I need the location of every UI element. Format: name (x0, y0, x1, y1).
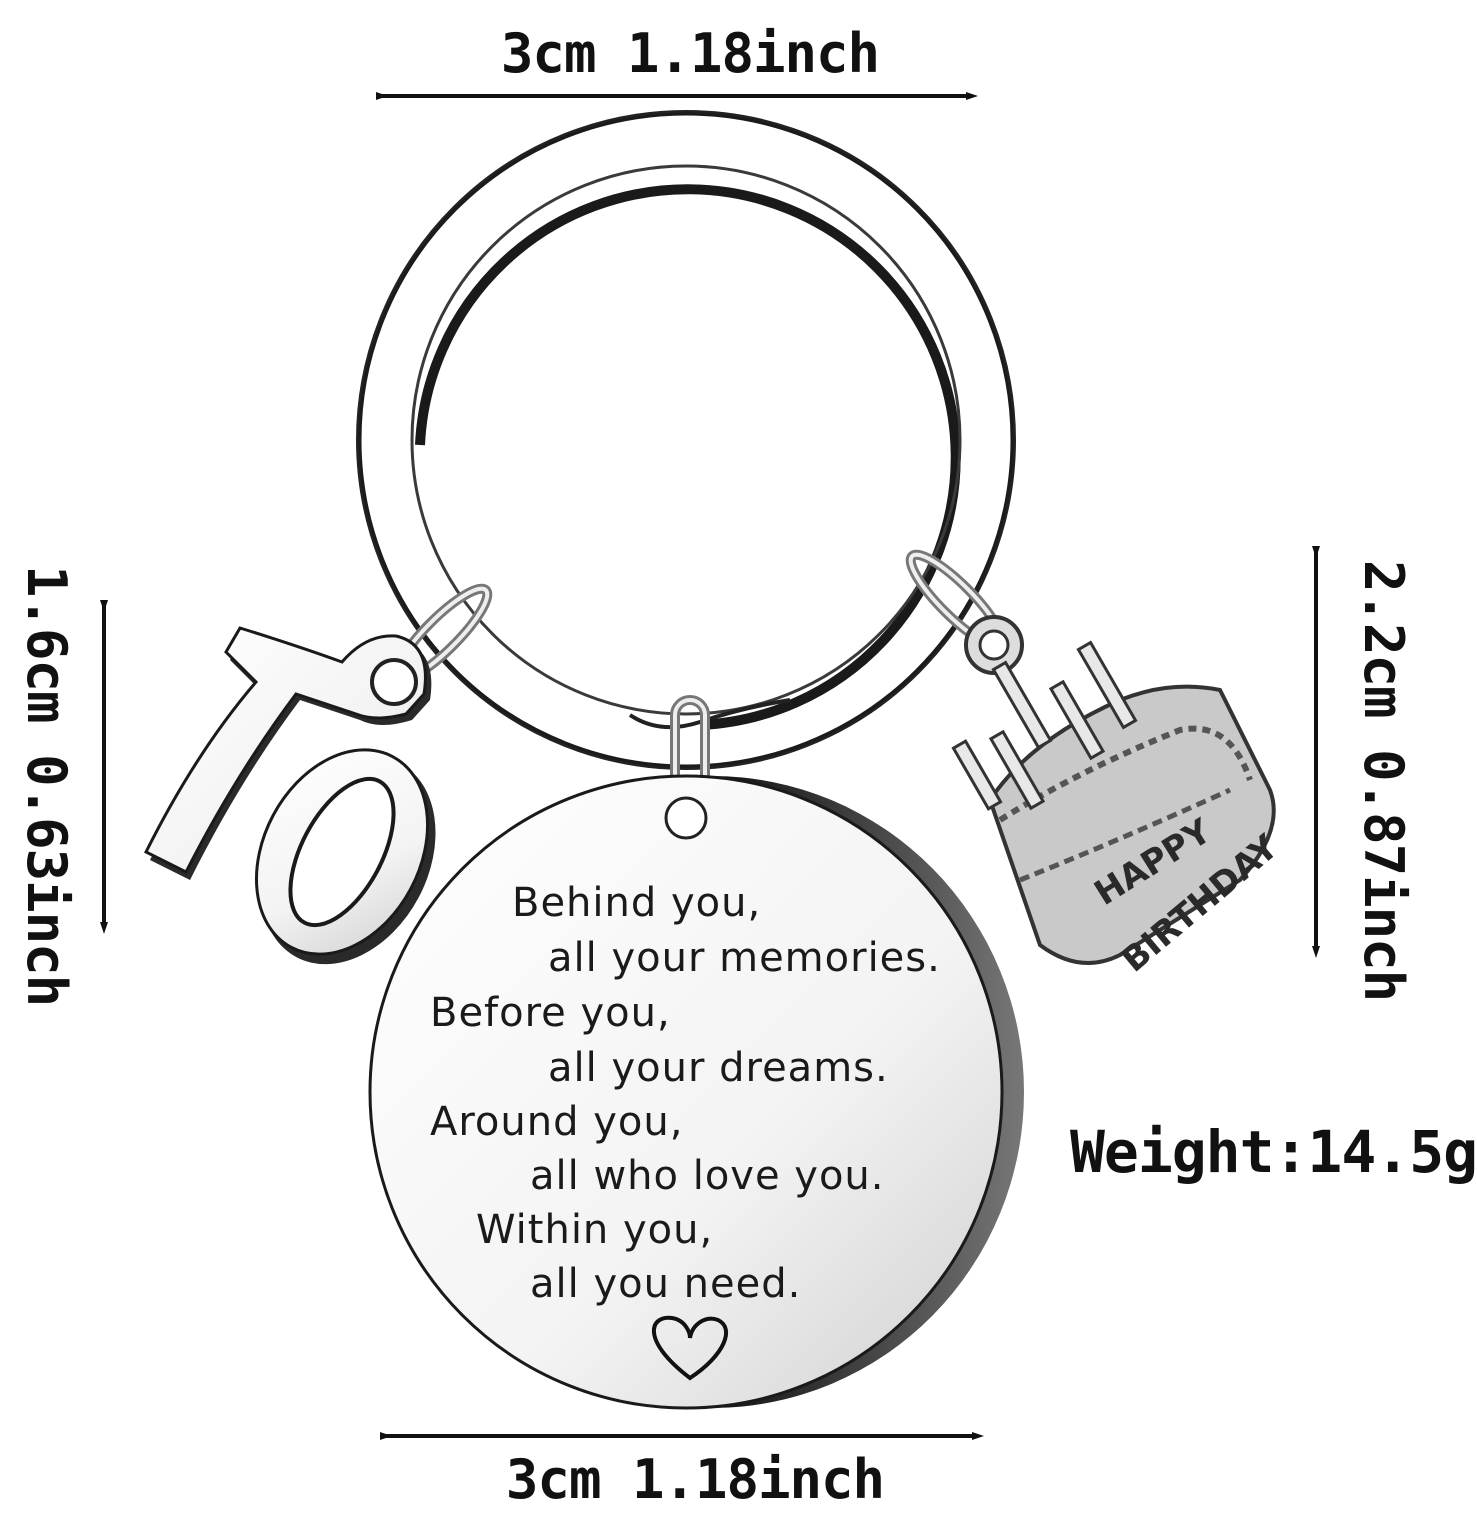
engraved-line: all who love you. (530, 1153, 885, 1199)
engraved-line: all your memories. (548, 935, 941, 981)
right-dimension-label: 2.2cm 0.87inch (1352, 560, 1415, 1002)
engraved-line: Around you, (430, 1099, 684, 1145)
engraved-line: Behind you, (512, 880, 762, 926)
top-dimension-label: 3cm 1.18inch (500, 22, 880, 85)
engraved-line: all you need. (530, 1261, 802, 1307)
bottom-dimension-label: 3cm 1.18inch (505, 1448, 885, 1511)
round-pendant (368, 774, 1024, 1410)
engraved-line: Before you, (430, 990, 671, 1036)
weight-label: Weight:14.5g (1070, 1118, 1477, 1186)
left-dimension-label: 1.6cm 0.63inch (15, 565, 78, 1007)
engraved-line: all your dreams. (548, 1045, 889, 1091)
engraved-line: Within you, (476, 1207, 714, 1253)
number-70-charm (143, 626, 436, 965)
heart-icon (651, 1315, 729, 1381)
key-ring (356, 110, 1016, 770)
birthday-cake-icon: HAPPY BIRTHDAY (951, 615, 1286, 980)
